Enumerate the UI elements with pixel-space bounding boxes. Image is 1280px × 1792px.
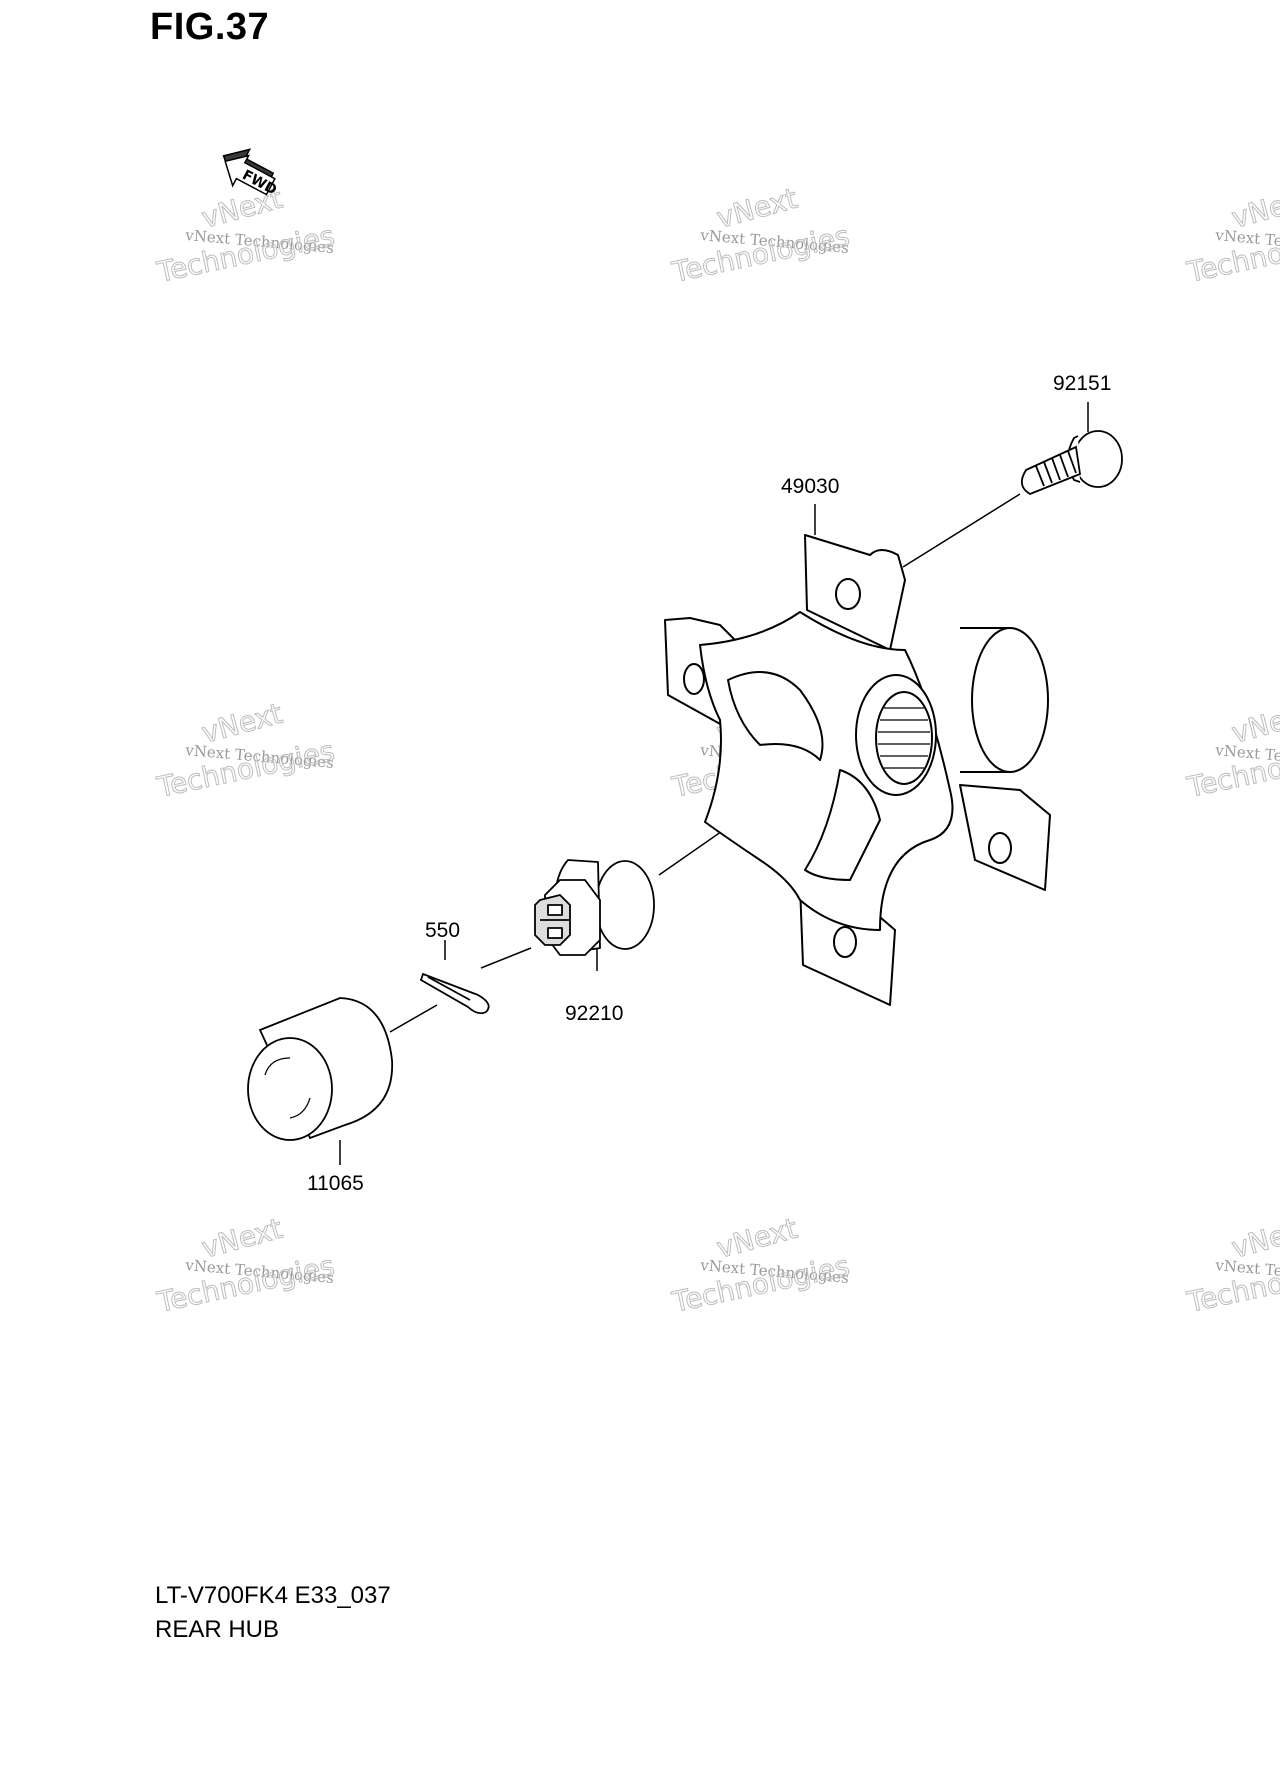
svg-text:Technologies: Technologies xyxy=(669,219,853,289)
part-label-550: 550 xyxy=(425,919,460,942)
svg-text:vNext: vNext xyxy=(198,1212,286,1265)
watermark: vNext vNext Technologies Technologies vN… xyxy=(153,181,1280,1319)
figure-title: FIG.37 xyxy=(150,6,270,48)
svg-text:Technologies: Technologies xyxy=(154,219,338,289)
svg-text:Technologies: Technologies xyxy=(669,1249,853,1319)
svg-text:vNext: vNext xyxy=(713,182,801,235)
figure-code: LT-V700FK4 E33_037 xyxy=(155,1582,391,1609)
svg-text:Technologies: Technologies xyxy=(154,734,338,804)
svg-text:Technologies: Technologies xyxy=(154,1249,338,1319)
fwd-arrow-icon: FWD xyxy=(222,148,279,199)
part-label-49030: 49030 xyxy=(781,475,839,498)
part-label-92151: 92151 xyxy=(1053,372,1111,395)
rear-hub-part xyxy=(664,534,1051,1006)
part-label-92210: 92210 xyxy=(565,1002,623,1025)
svg-text:vNext: vNext xyxy=(713,1212,801,1265)
part-label-11065: 11065 xyxy=(307,1172,364,1195)
castle-nut-part xyxy=(534,859,655,956)
hub-cap-part xyxy=(247,997,393,1141)
hub-bolt-part xyxy=(1020,430,1123,495)
figure-name: REAR HUB xyxy=(155,1616,280,1643)
svg-text:vNext: vNext xyxy=(198,697,286,750)
cotter-pin-part xyxy=(419,972,490,1015)
